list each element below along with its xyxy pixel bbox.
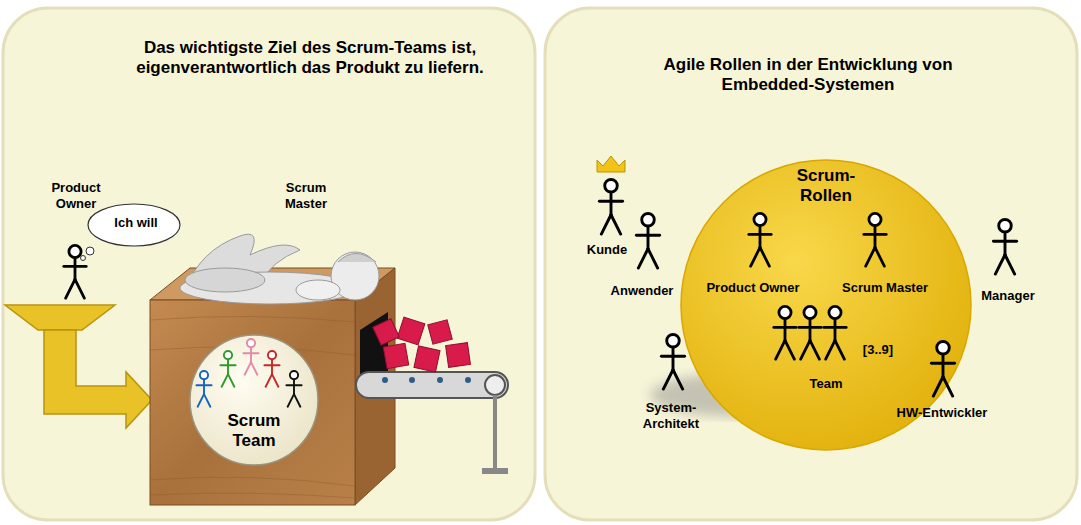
conveyor-belt	[356, 372, 508, 398]
sleeping-angel	[180, 234, 379, 304]
panel-left	[3, 8, 535, 520]
role-label: HW-Entwickler	[886, 405, 998, 421]
thought-bubble: Ich will	[90, 204, 182, 246]
role-text: Scrum Master	[827, 280, 943, 296]
team-circle: Scrum Team	[190, 335, 318, 465]
panel-right	[545, 8, 1077, 520]
team-disc	[190, 335, 318, 465]
box-front	[150, 300, 355, 505]
heading-text: Agile Rollen in der Entwicklung von Embe…	[653, 55, 963, 96]
role-label: Anwender	[602, 283, 682, 299]
funnel	[5, 305, 115, 330]
panel: Agile Rollen in der Entwicklung von Embe…	[545, 8, 1077, 520]
panel: Das wichtigste Ziel des Scrum-Teams ist,…	[3, 8, 535, 520]
heading-text: Scrum Team	[204, 411, 304, 452]
product-cubes	[373, 317, 471, 372]
role-text: Product Owner	[695, 280, 811, 296]
thought-bubble	[88, 204, 180, 246]
heading-text: Ich will	[94, 215, 178, 231]
role-text: Scrum- Rollen	[781, 166, 871, 207]
heading-text: Das wichtigste Ziel des Scrum-Teams ist,…	[95, 38, 525, 79]
role-label: Product Owner	[38, 180, 114, 211]
role-text: Team	[791, 376, 861, 392]
role-label: Scrum Master	[268, 180, 344, 211]
role-label: Kunde	[582, 242, 632, 258]
crown	[597, 156, 625, 172]
role-label: Manager	[966, 288, 1050, 304]
role-label: System- Architekt	[630, 400, 712, 431]
stick-figure	[64, 245, 86, 298]
role-text: [3..9]	[853, 342, 903, 358]
input-arrow	[44, 330, 152, 428]
